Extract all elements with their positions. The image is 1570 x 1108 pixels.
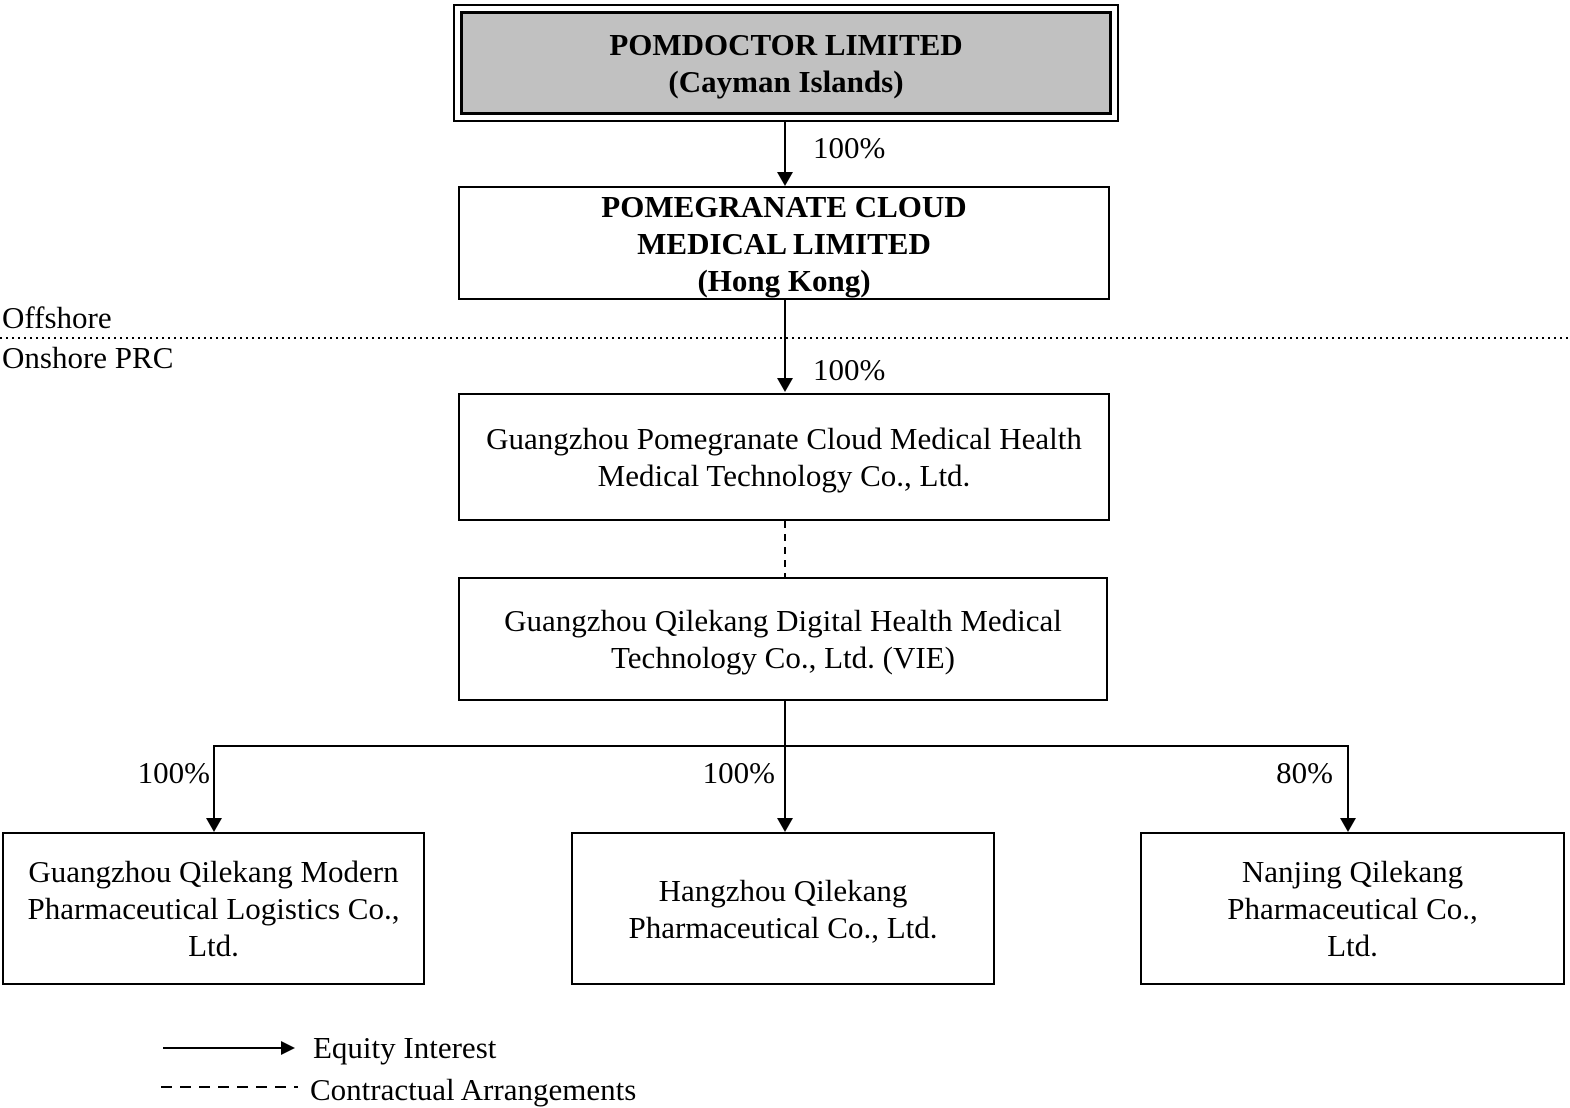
contractual-arrangement-line	[784, 521, 786, 577]
equity-pct-label: 100%	[702, 755, 775, 790]
equity-pct-label: 100%	[813, 352, 886, 387]
node-line: Ltd.	[1327, 928, 1378, 963]
node-line: Medical Technology Co., Ltd.	[597, 458, 971, 493]
node-line: Nanjing Qilekang	[1241, 854, 1464, 889]
node-line: (Hong Kong)	[697, 262, 871, 298]
node-line: Guangzhou Qilekang Digital Health Medica…	[504, 603, 1062, 638]
offshore-region-label: Offshore	[2, 300, 112, 335]
node-pomdoctor-limited-inner: POMDOCTOR LIMITED (Cayman Islands)	[460, 11, 1112, 115]
node-line: Pharmaceutical Logistics Co.,	[27, 891, 400, 926]
connector-vie-logistics-line	[213, 745, 215, 818]
connector-hk-wfoe-line	[784, 300, 786, 380]
node-line: POMEGRANATE CLOUD	[601, 188, 967, 224]
arrowhead-down-icon	[777, 378, 793, 392]
arrowhead-down-icon	[777, 172, 793, 186]
onshore-region-label: Onshore PRC	[2, 340, 174, 375]
arrowhead-down-icon	[1340, 818, 1356, 832]
connector-branch-horizontal-line	[213, 745, 1349, 747]
connector-vie-nanjing-line	[1347, 745, 1349, 818]
node-guangzhou-qilekang-vie: Guangzhou Qilekang Digital Health Medica…	[458, 577, 1108, 701]
node-line: Ltd.	[188, 928, 239, 963]
node-line: Hangzhou Qilekang	[658, 872, 908, 908]
arrowhead-down-icon	[206, 818, 222, 832]
node-hangzhou-qilekang: Hangzhou Qilekang Pharmaceutical Co., Lt…	[571, 832, 995, 985]
node-guangzhou-qilekang-logistics: Guangzhou Qilekang Modern Pharmaceutical…	[2, 832, 425, 985]
node-nanjing-qilekang: Nanjing Qilekang Pharmaceutical Co., Ltd…	[1140, 832, 1565, 985]
node-line: POMDOCTOR LIMITED	[609, 27, 963, 62]
connector-parent-hk-line	[784, 122, 786, 174]
legend-contractual-line	[161, 1086, 298, 1088]
legend-equity-line	[163, 1047, 281, 1049]
equity-pct-label: 80%	[1276, 755, 1333, 790]
node-guangzhou-pomegranate-wfoe: Guangzhou Pomegranate Cloud Medical Heal…	[458, 393, 1110, 521]
connector-vie-stem-line	[784, 701, 786, 745]
node-line: (Cayman Islands)	[668, 64, 904, 99]
node-line: MEDICAL LIMITED	[637, 225, 931, 261]
legend-equity-label: Equity Interest	[313, 1030, 497, 1065]
node-line: Guangzhou Pomegranate Cloud Medical Heal…	[486, 421, 1082, 456]
equity-pct-label: 100%	[813, 130, 886, 165]
node-line: Pharmaceutical Co.,	[1227, 891, 1478, 926]
node-line: Technology Co., Ltd. (VIE)	[611, 640, 955, 675]
node-pomegranate-cloud-medical-hk: POMEGRANATE CLOUD MEDICAL LIMITED (Hong …	[458, 186, 1110, 300]
arrowhead-right-icon	[281, 1041, 295, 1055]
node-line: Pharmaceutical Co., Ltd.	[628, 909, 938, 945]
connector-vie-hangzhou-line	[784, 747, 786, 818]
equity-pct-label: 100%	[137, 755, 210, 790]
arrowhead-down-icon	[777, 818, 793, 832]
legend-contractual-label: Contractual Arrangements	[310, 1072, 637, 1107]
node-line: Guangzhou Qilekang Modern	[28, 854, 399, 889]
node-pomdoctor-limited: POMDOCTOR LIMITED (Cayman Islands)	[453, 4, 1119, 122]
